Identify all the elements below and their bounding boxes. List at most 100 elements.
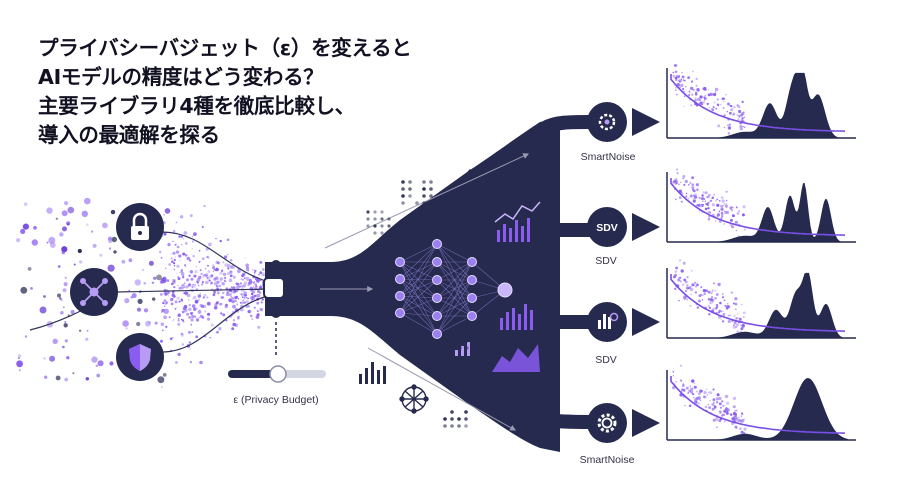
stream-dot bbox=[192, 254, 196, 258]
stream-dot bbox=[168, 295, 170, 297]
plot-dot bbox=[690, 387, 694, 391]
plot-dot bbox=[718, 402, 722, 406]
plot-dot bbox=[713, 101, 716, 104]
stream-dot bbox=[163, 310, 166, 313]
nn-edge bbox=[436, 261, 473, 281]
stream-dot bbox=[204, 268, 207, 270]
scatter-dot bbox=[20, 286, 28, 294]
stream-dot bbox=[226, 292, 230, 297]
plot-dot bbox=[738, 416, 740, 419]
plot-dot bbox=[720, 211, 724, 215]
stream-dot bbox=[219, 280, 222, 283]
stream-dot bbox=[246, 268, 249, 272]
plot-dot bbox=[683, 295, 686, 298]
funnel-body bbox=[265, 118, 560, 452]
stream-dot bbox=[230, 274, 233, 277]
plot-dot bbox=[685, 286, 689, 290]
plot-dot bbox=[712, 106, 715, 109]
stream-dot bbox=[191, 284, 194, 286]
stream-dot bbox=[172, 251, 176, 255]
stream-dot bbox=[163, 299, 167, 303]
plot-dot bbox=[675, 93, 678, 96]
plot-dot bbox=[698, 102, 700, 104]
stream-dot bbox=[172, 230, 176, 233]
stream-dot bbox=[191, 235, 194, 237]
scatter-dot bbox=[18, 357, 20, 359]
plot-dot bbox=[675, 87, 677, 89]
plot-dot bbox=[713, 193, 715, 196]
plot-dot bbox=[683, 278, 686, 282]
stream-dot bbox=[188, 341, 192, 344]
stream-dot bbox=[198, 316, 201, 319]
result-plots bbox=[666, 64, 856, 441]
plot-dot bbox=[726, 203, 728, 205]
plot-dot bbox=[719, 310, 723, 313]
epsilon-slider[interactable] bbox=[228, 365, 326, 383]
scatter-dot bbox=[157, 376, 165, 384]
plot-dot bbox=[712, 418, 716, 422]
trend-arrow-bottom bbox=[367, 347, 517, 431]
plot-dot bbox=[681, 71, 683, 74]
plot-dot bbox=[738, 210, 740, 212]
plot-dot bbox=[680, 83, 684, 87]
plot-dot bbox=[674, 179, 678, 183]
grid-dot bbox=[380, 217, 384, 221]
scatter-dot bbox=[16, 238, 21, 243]
stream-dot bbox=[182, 306, 187, 311]
funnel-line-chart-top bbox=[494, 201, 541, 223]
scatter-dot bbox=[125, 327, 128, 330]
plot-dot bbox=[736, 114, 739, 117]
stream-dot bbox=[163, 315, 167, 320]
plot-dot bbox=[736, 313, 739, 315]
stream-dot bbox=[248, 278, 252, 282]
grid-dot bbox=[380, 224, 384, 228]
stream-dot bbox=[193, 307, 197, 311]
stream-dot bbox=[259, 291, 262, 294]
stream-dot bbox=[192, 297, 194, 300]
scatter-dot bbox=[92, 243, 97, 248]
plot-dot bbox=[726, 401, 730, 405]
plot-dot bbox=[707, 93, 711, 97]
stream-dot bbox=[172, 240, 174, 243]
headline-line-3: 主要ライブラリ4種を徹底比較し、 bbox=[38, 94, 355, 118]
plot-dot bbox=[740, 330, 742, 333]
stream-dot bbox=[218, 327, 222, 331]
stream-dot bbox=[203, 274, 205, 276]
plot-dot bbox=[735, 409, 738, 412]
plot-dot bbox=[738, 115, 741, 118]
stream-dot bbox=[183, 286, 185, 288]
nn-node bbox=[467, 293, 477, 303]
stream-dot bbox=[236, 303, 239, 306]
stream-dot bbox=[200, 272, 203, 275]
plot-dot bbox=[732, 405, 736, 409]
scatter-dot bbox=[121, 259, 126, 264]
scatter-dot bbox=[64, 377, 68, 382]
grid-dot bbox=[401, 201, 405, 205]
plot-dot bbox=[682, 177, 684, 180]
stream-dot bbox=[180, 298, 183, 301]
scatter-dot bbox=[156, 274, 162, 281]
stream-dot bbox=[190, 323, 193, 326]
plot-dot bbox=[723, 413, 726, 417]
epsilon-slider-thumb[interactable] bbox=[269, 365, 287, 383]
plot-dot bbox=[741, 303, 743, 306]
plot-dot bbox=[740, 113, 744, 117]
stream-dot bbox=[174, 243, 177, 246]
plot-dot bbox=[696, 283, 699, 287]
scatter-dot bbox=[62, 306, 65, 309]
stream-dot bbox=[230, 259, 233, 262]
funnel-bar-chart-small bbox=[455, 342, 470, 356]
plot-dot bbox=[694, 291, 698, 294]
plot-dot bbox=[719, 301, 722, 305]
stream-dot bbox=[241, 273, 245, 276]
stream-dot bbox=[161, 386, 163, 389]
stream-dot bbox=[209, 280, 211, 282]
plot-dot bbox=[707, 290, 711, 294]
stream-dot bbox=[205, 273, 209, 276]
plot-dot bbox=[683, 183, 686, 187]
stream-dot bbox=[160, 311, 163, 313]
plot-dot bbox=[688, 404, 692, 408]
plot-dot bbox=[701, 205, 704, 207]
plot-dot bbox=[709, 302, 711, 304]
scatter-dot bbox=[43, 295, 46, 298]
